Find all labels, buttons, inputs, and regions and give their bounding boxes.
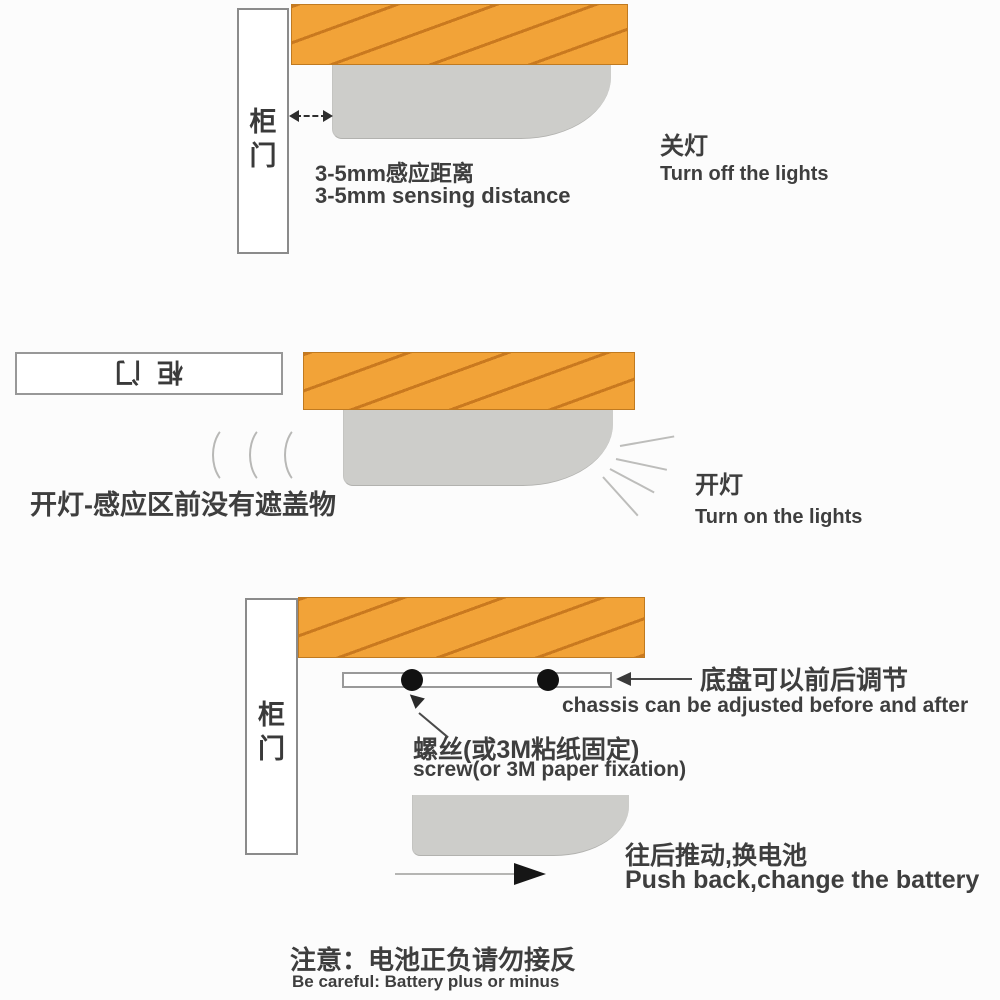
adjust-arrow-head — [616, 672, 631, 686]
push-back-zh: 往后推动,换电池 — [625, 842, 807, 870]
screw-pointer-arrowhead — [405, 689, 425, 709]
lights-off-en: Turn off the lights — [660, 163, 829, 185]
cabinet-shelf-bottom — [298, 597, 645, 658]
light-ray-icon — [619, 435, 675, 447]
adjust-arrow-line — [630, 678, 692, 680]
screw-fix-zh: 螺丝(或3M粘纸固定) — [413, 736, 640, 764]
lights-on-en: Turn on the lights — [695, 506, 863, 528]
sensor-wave-icon — [284, 424, 324, 486]
cabinet-door-open-label: 柜门 — [98, 357, 183, 387]
chassis-adjust-en: chassis can be adjusted before and after — [562, 694, 969, 717]
cabinet-shelf-top — [291, 4, 628, 65]
push-arrow-line — [395, 873, 520, 875]
cabinet-door-open: 柜门 — [15, 352, 283, 395]
cabinet-door-bottom: 柜门 — [245, 598, 298, 855]
screw-dot — [537, 669, 559, 691]
cabinet-shelf-middle — [303, 352, 635, 410]
screw-dot — [401, 669, 423, 691]
push-arrow-head — [514, 863, 546, 885]
gap-arrow-line — [295, 115, 327, 117]
open-door-caption-zh: 开灯-感应区前没有遮盖物 — [30, 490, 336, 520]
cabinet-door-label: 柜门 — [249, 107, 277, 171]
lights-off-zh: 关灯 — [660, 133, 708, 160]
gap-double-arrow-icon — [289, 110, 333, 124]
light-ray-icon — [615, 458, 668, 471]
chassis-adjust-zh: 底盘可以前后调节 — [700, 665, 909, 695]
screw-fix-en: screw(or 3M paper fixation) — [413, 758, 687, 781]
cabinet-door-label: 柜门 — [258, 700, 285, 764]
sensor-light-bottom — [412, 795, 629, 856]
caution-en: Be careful: Battery plus or minus — [292, 972, 560, 991]
push-back-en: Push back,change the battery — [625, 866, 980, 894]
sensor-light-top — [332, 65, 611, 139]
cabinet-door-top: 柜门 — [237, 8, 289, 254]
sensor-wave-icon — [249, 424, 289, 486]
sensing-distance-zh: 3-5mm感应距离 — [315, 161, 474, 186]
lights-on-zh: 开灯 — [695, 472, 743, 499]
sensing-distance-en: 3-5mm sensing distance — [315, 183, 571, 208]
sensor-wave-icon — [212, 424, 252, 486]
gap-arrow-head-right — [323, 110, 333, 122]
caution-zh: 注意：电池正负请勿接反 — [290, 945, 577, 975]
sensor-light-middle — [343, 410, 613, 486]
mounting-chassis-bar — [342, 672, 612, 688]
gap-arrow-head-left — [289, 110, 299, 122]
